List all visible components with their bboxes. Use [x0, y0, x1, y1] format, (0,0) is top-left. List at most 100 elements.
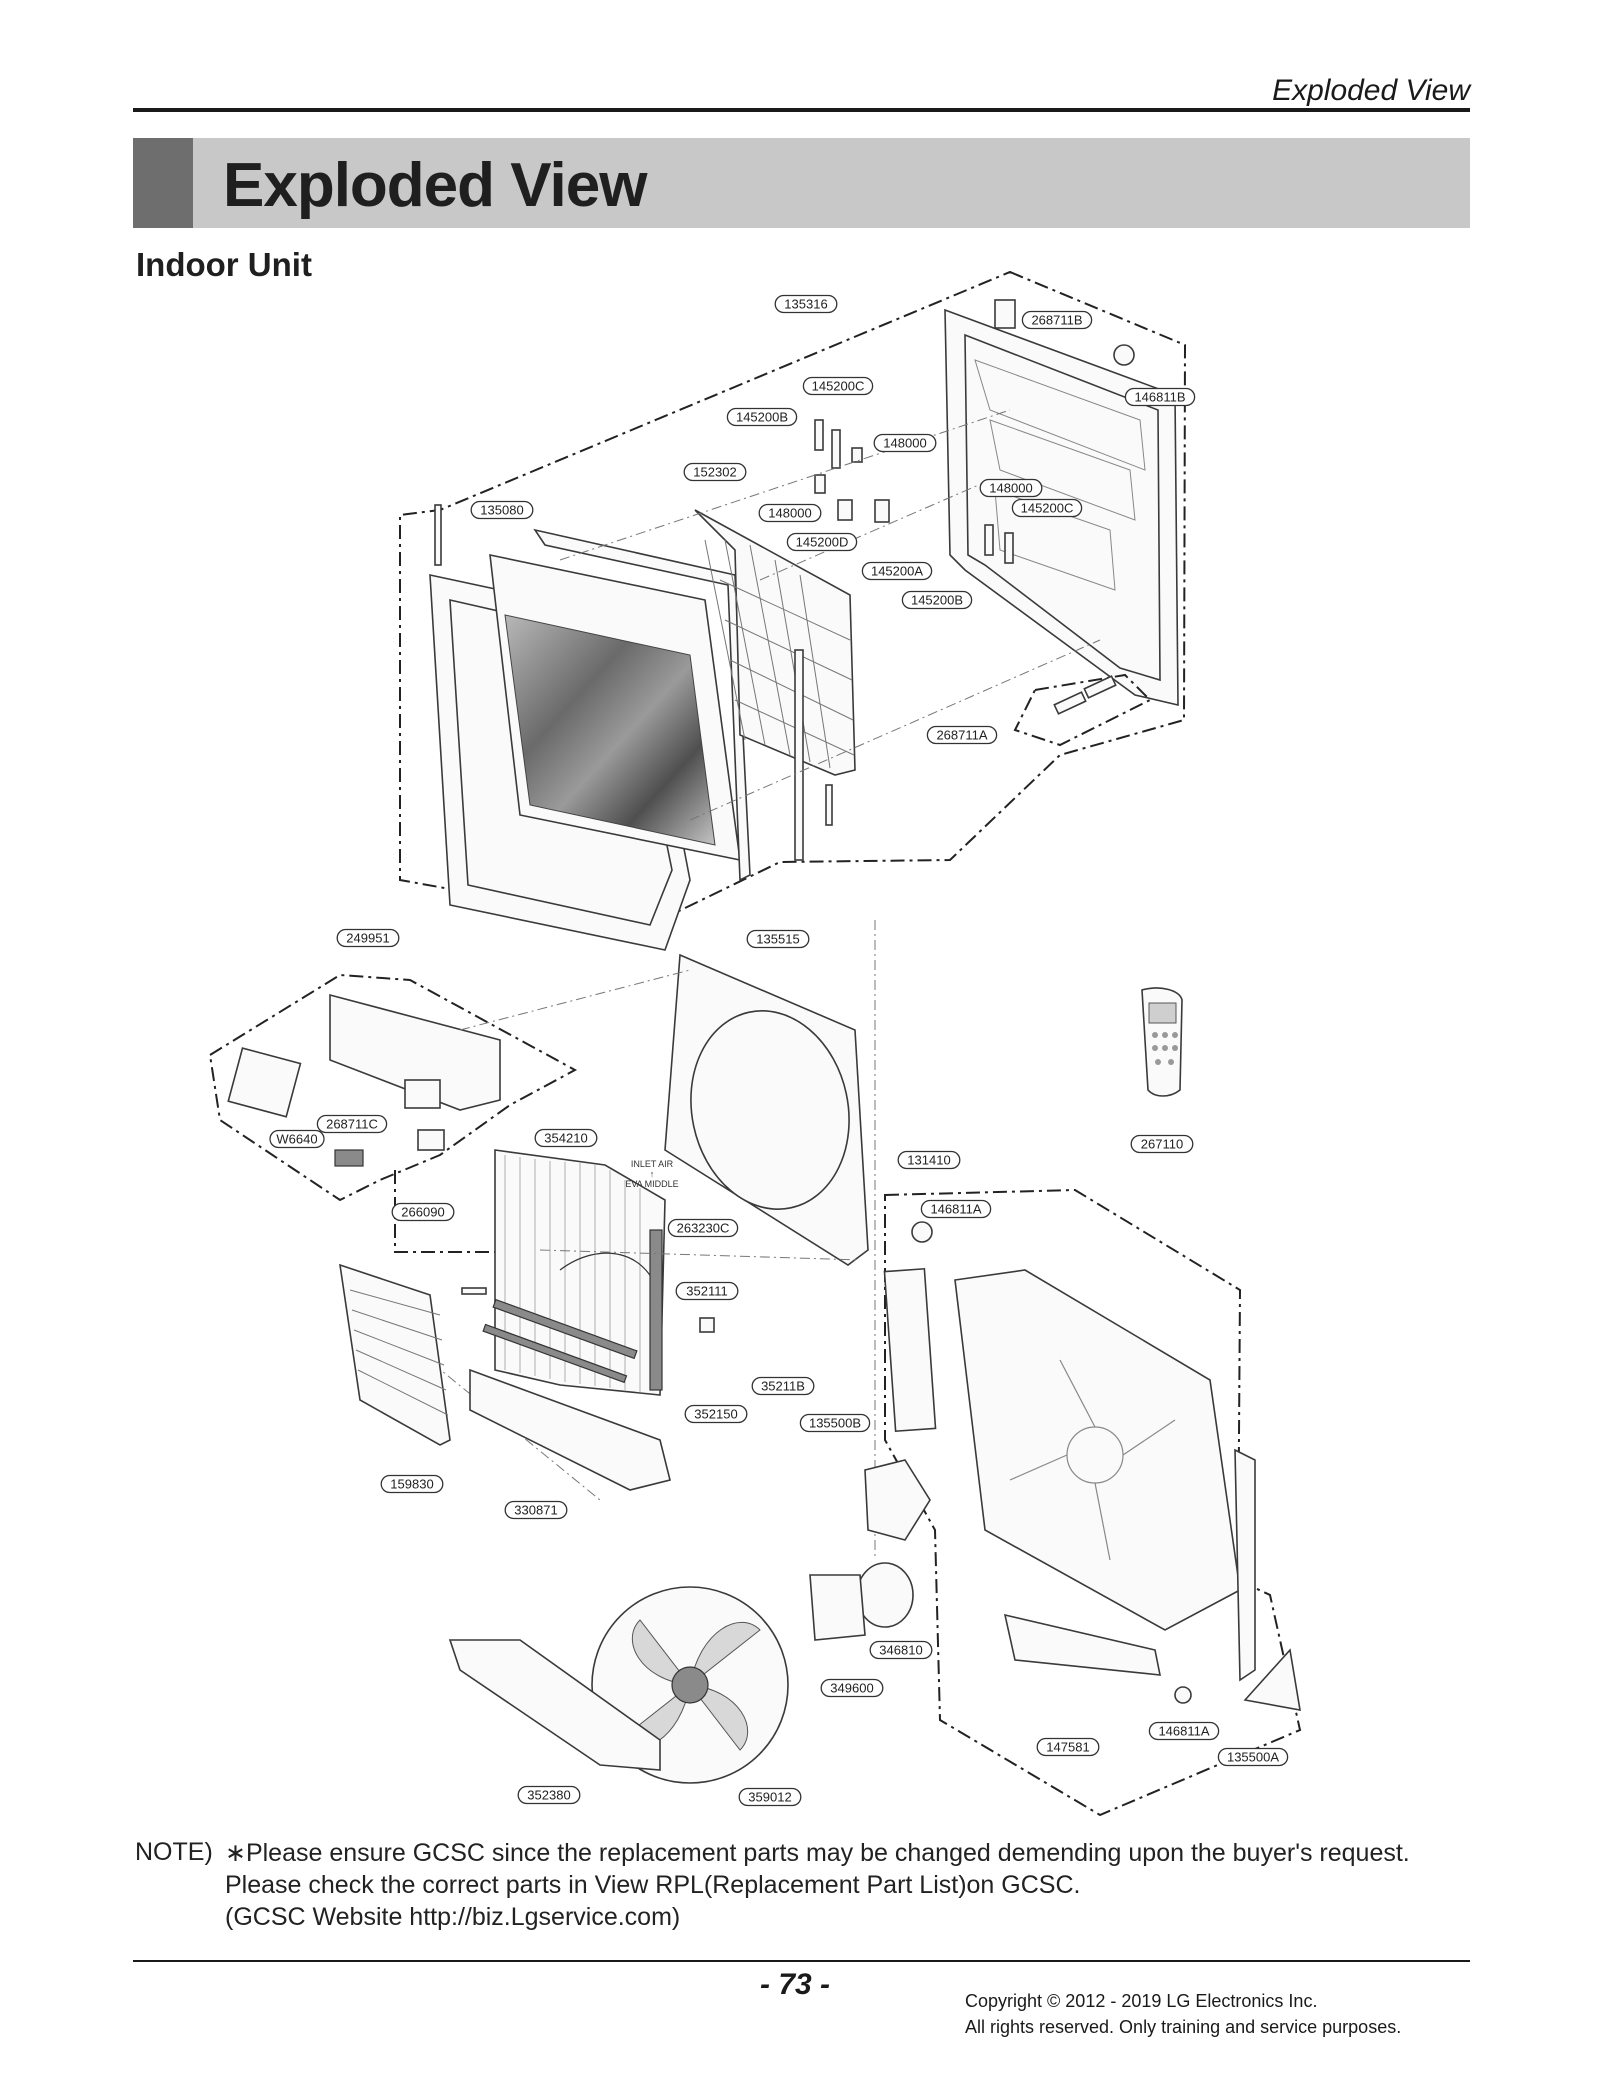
part-number: 249951 — [346, 931, 389, 946]
note-line-1: ∗Please ensure GCSC since the replacemen… — [225, 1839, 1410, 1867]
callout-p266090: 266090 — [391, 1202, 455, 1222]
glass-panel — [504, 614, 716, 846]
callout-bubble — [1036, 1737, 1100, 1757]
assembly-guides-upper — [559, 409, 1101, 821]
inlet-air-label: INLET AIR — [631, 1159, 674, 1169]
copyright-line-2: All rights reserved. Only training and s… — [965, 2017, 1402, 2037]
evaporator-group: INLET AIR ↑ EVA MIDDLE — [461, 1149, 715, 1396]
pipe-352150 — [482, 1323, 628, 1384]
clip-145200c-b — [984, 524, 994, 556]
part-number: 352111 — [686, 1284, 727, 1299]
sensor-268711b — [994, 299, 1016, 329]
title-band: Exploded View — [133, 138, 1470, 228]
part-number: 145200C — [1021, 501, 1074, 516]
clip-145200b-a — [814, 419, 824, 451]
callout-p145200b_b: 145200B — [901, 590, 973, 610]
callout-p35211b: 35211B — [751, 1376, 815, 1396]
top-rule — [133, 108, 1470, 112]
part-number: 135080 — [480, 503, 523, 518]
filter-guide-rail — [794, 649, 804, 861]
control-box-group — [208, 973, 578, 1253]
assembly-guides-middle — [354, 920, 876, 1560]
callout-p131410: 131410 — [897, 1150, 961, 1170]
note-line-2: Please check the correct parts in View R… — [225, 1871, 1081, 1899]
callout-bubble — [684, 1404, 748, 1424]
part-number: 148000 — [768, 506, 811, 521]
callout-bubble — [746, 929, 810, 949]
callout-p135500a: 135500A — [1217, 1747, 1289, 1767]
callout-bubble — [861, 561, 933, 581]
callout-p263230c: 263230C — [667, 1218, 739, 1238]
pipe-35211b — [492, 1298, 638, 1360]
callout-p148000_b: 148000 — [979, 478, 1043, 498]
right-latch-strip — [825, 784, 833, 826]
sensor-268711a-a — [1053, 691, 1087, 715]
callout-p359012: 359012 — [738, 1787, 802, 1807]
side-panel-right — [1234, 1448, 1256, 1682]
fan-motor-group — [448, 1562, 914, 1784]
part-number: 35211B — [761, 1379, 805, 1394]
callout-p152302: 152302 — [683, 462, 747, 482]
part-number: 135515 — [756, 932, 799, 947]
part-number: 145200D — [796, 535, 849, 550]
callout-bubble — [901, 590, 973, 610]
cabinet-group — [864, 1188, 1302, 1817]
air-filter-grid — [704, 539, 855, 769]
part-number: 159830 — [390, 1477, 433, 1492]
bottom-rule — [133, 1960, 1470, 1962]
part-number: 135316 — [784, 297, 827, 312]
callout-p354210: 354210 — [534, 1128, 598, 1148]
part-number: 349600 — [830, 1681, 873, 1696]
remote-display — [1148, 1002, 1177, 1024]
page-number: - 73 - — [760, 1968, 831, 2001]
callout-p147581: 147581 — [1036, 1737, 1100, 1757]
group-boundary-cabinet — [884, 1188, 1302, 1817]
part-callouts: 135316268711B145200C146811B145200B148000… — [269, 294, 1289, 1807]
group-boundary-front — [399, 270, 1187, 927]
part-number: 146811A — [930, 1202, 981, 1217]
callout-bubble — [504, 1500, 568, 1520]
callout-p268711b: 268711B — [1021, 310, 1093, 330]
callout-bubble — [269, 1129, 325, 1149]
part-number: 146811A — [1158, 1724, 1209, 1739]
group-boundary-266090 — [394, 1170, 520, 1253]
callout-bubble — [1021, 310, 1093, 330]
callout-bubble — [1148, 1721, 1220, 1741]
callout-bubble — [683, 462, 747, 482]
remote-buttons — [1152, 1032, 1178, 1065]
part-number: 135500A — [1227, 1750, 1279, 1765]
callout-p135515: 135515 — [746, 929, 810, 949]
evaporator-fins — [504, 1155, 641, 1392]
front-panel-group — [399, 270, 1187, 951]
copyright: Copyright © 2012 - 2019 LG Electronics I… — [965, 1988, 1401, 2040]
callout-bubble — [380, 1474, 444, 1494]
callout-bubble — [926, 725, 998, 745]
bracket-135500b — [864, 1459, 931, 1541]
callout-bubble — [786, 532, 858, 552]
motor-146811a-a — [911, 1221, 933, 1243]
pcb-268711c — [404, 1079, 441, 1109]
callout-bubble — [726, 407, 798, 427]
left-latch-strip — [434, 504, 442, 566]
callout-p148000_c: 148000 — [758, 503, 822, 523]
callout-p349600: 349600 — [820, 1678, 884, 1698]
title-tab — [133, 138, 193, 228]
callout-p352111: 352111 — [675, 1281, 739, 1301]
bracket-352380 — [448, 1639, 661, 1771]
callout-bubble — [979, 478, 1043, 498]
callout-bubble — [802, 376, 874, 396]
callout-p135080: 135080 — [470, 500, 534, 520]
part-number: 268711A — [936, 728, 987, 743]
cabinet-fan-blades — [1009, 1359, 1176, 1561]
part-number: 268711C — [326, 1117, 378, 1132]
louver-147581 — [1003, 1613, 1161, 1676]
callout-bubble — [667, 1218, 739, 1238]
callout-bubble — [534, 1128, 598, 1148]
callout-p145200b_a: 145200B — [726, 407, 798, 427]
callout-bubble — [873, 433, 937, 453]
callout-bubble — [869, 1640, 933, 1660]
terminal-plate — [227, 1047, 302, 1118]
part-number: 145200A — [871, 564, 923, 579]
callout-bubble — [758, 503, 822, 523]
page-title: Exploded View — [223, 151, 647, 220]
